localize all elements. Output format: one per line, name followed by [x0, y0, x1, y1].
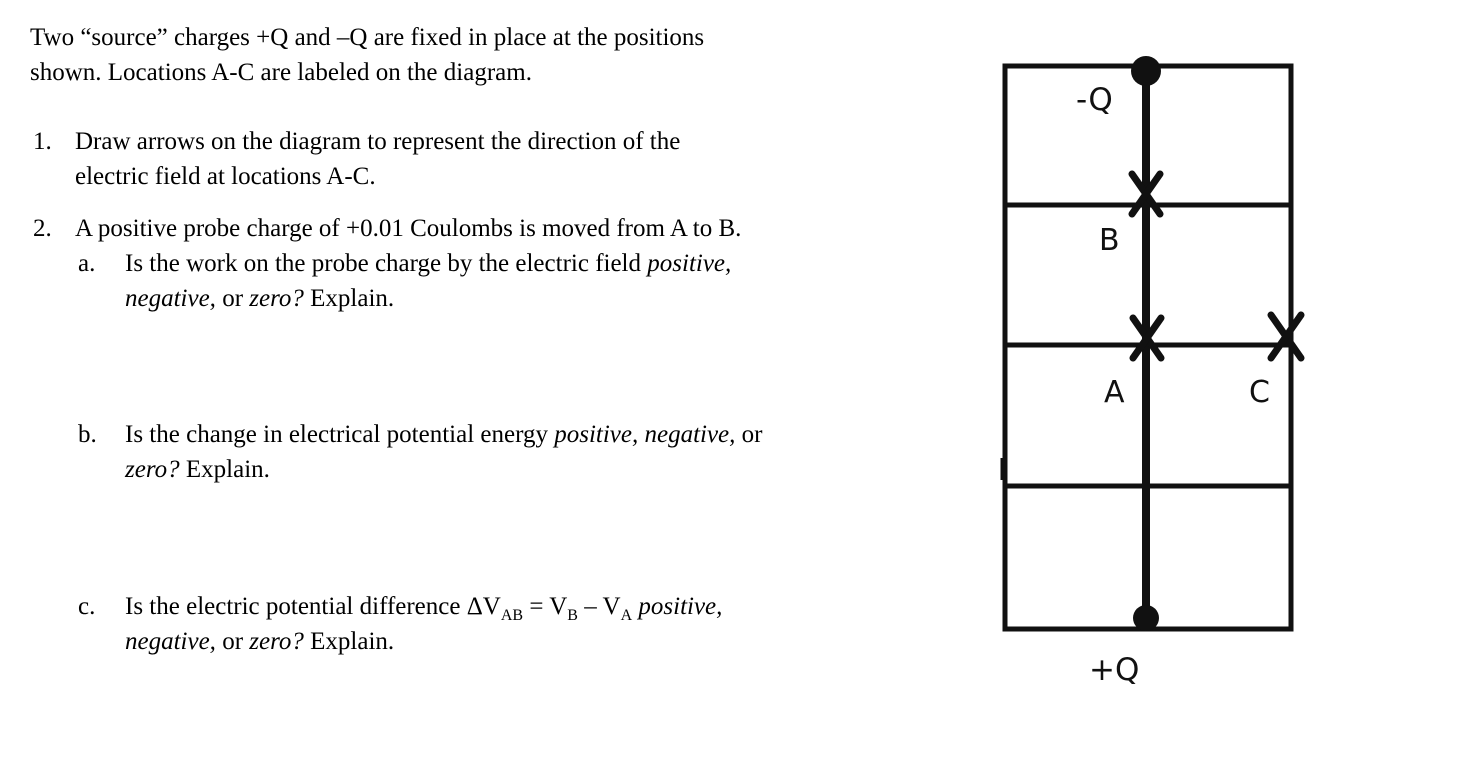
question-2c-line-2: negative, or zero? Explain.	[125, 624, 722, 659]
question-2c-line-1: Is the electric potential difference ΔVA…	[125, 589, 722, 624]
question-2b-text: Is the change in electrical potential en…	[125, 417, 763, 487]
intro-paragraph: Two “source” charges +Q and –Q are fixed…	[30, 20, 704, 90]
text-segment: positive, negative,	[554, 421, 736, 448]
question-2a: a. Is the work on the probe charge by th…	[78, 246, 731, 316]
question-1: 1. Draw arrows on the diagram to represe…	[33, 124, 680, 194]
text-segment: negative,	[125, 285, 216, 312]
text-segment: positive,	[647, 250, 732, 277]
question-2a-line-2: negative, or zero? Explain.	[125, 281, 731, 316]
text-segment: positive,	[638, 593, 723, 620]
point-a-marker	[1129, 314, 1165, 362]
text-segment: Explain.	[179, 456, 270, 483]
intro-line-1: Two “source” charges +Q and –Q are fixed…	[30, 24, 705, 51]
subscript-B: B	[567, 607, 578, 624]
question-2-line-1: A positive probe charge of +0.01 Coulomb…	[75, 215, 742, 242]
subscript-AB: AB	[500, 607, 524, 624]
question-2b-line-2: zero? Explain.	[125, 452, 763, 487]
point-c-marker-stroke	[1267, 311, 1305, 362]
text-segment: negative,	[125, 628, 216, 655]
point-b-label: B	[1099, 223, 1120, 258]
question-2a-label: a.	[78, 250, 96, 277]
question-2c: c. Is the electric potential difference …	[78, 589, 722, 659]
question-1-number: 1.	[33, 128, 52, 155]
point-a-marker-stroke	[1129, 314, 1165, 362]
question-2b-line-1: Is the change in electrical potential en…	[125, 417, 763, 452]
intro-line-2: shown. Locations A-C are labeled on the …	[30, 59, 532, 86]
question-2: 2. A positive probe charge of +0.01 Coul…	[33, 211, 741, 246]
question-2b: b. Is the change in electrical potential…	[78, 417, 763, 487]
question-2-text: A positive probe charge of +0.01 Coulomb…	[75, 211, 741, 246]
question-1-line-2: electric field at locations A-C.	[75, 163, 376, 190]
text-segment: Is the work on the probe charge by the e…	[125, 250, 648, 277]
field-diagram: -Q B A C +Q	[1000, 56, 1305, 688]
question-2a-line-1: Is the work on the probe charge by the e…	[125, 246, 731, 281]
point-c-marker	[1267, 311, 1305, 362]
text-segment: Explain.	[303, 285, 395, 312]
text-segment: zero?	[249, 628, 304, 655]
negative-charge-label: -Q	[1076, 82, 1113, 118]
text-segment: Is the change in electrical potential en…	[125, 421, 555, 448]
text-segment: Is the electric potential difference ΔV	[125, 593, 501, 620]
text-segment: or	[735, 421, 763, 448]
question-2c-label: c.	[78, 593, 96, 620]
positive-charge-label: +Q	[1089, 652, 1139, 688]
question-1-text: Draw arrows on the diagram to represent …	[75, 124, 680, 194]
text-segment: or	[215, 285, 250, 312]
question-2-number: 2.	[33, 215, 52, 242]
text-segment: zero?	[249, 285, 304, 312]
text-segment: – V	[577, 593, 621, 620]
question-2a-text: Is the work on the probe charge by the e…	[125, 246, 731, 316]
text-segment: Explain.	[303, 628, 395, 655]
point-b-marker-stroke	[1128, 170, 1164, 218]
point-b-marker	[1128, 170, 1164, 218]
positive-charge-dot	[1133, 605, 1159, 631]
question-2c-text: Is the electric potential difference ΔVA…	[125, 589, 722, 659]
text-segment: zero?	[125, 456, 180, 483]
point-a-label: A	[1104, 375, 1125, 410]
question-1-line-1: Draw arrows on the diagram to represent …	[75, 128, 681, 155]
point-c-label: C	[1249, 375, 1270, 410]
negative-charge-dot	[1131, 56, 1161, 86]
subscript-A: A	[620, 607, 633, 624]
text-segment: or	[215, 628, 250, 655]
text-segment: = V	[523, 593, 568, 620]
question-2b-label: b.	[78, 421, 97, 448]
